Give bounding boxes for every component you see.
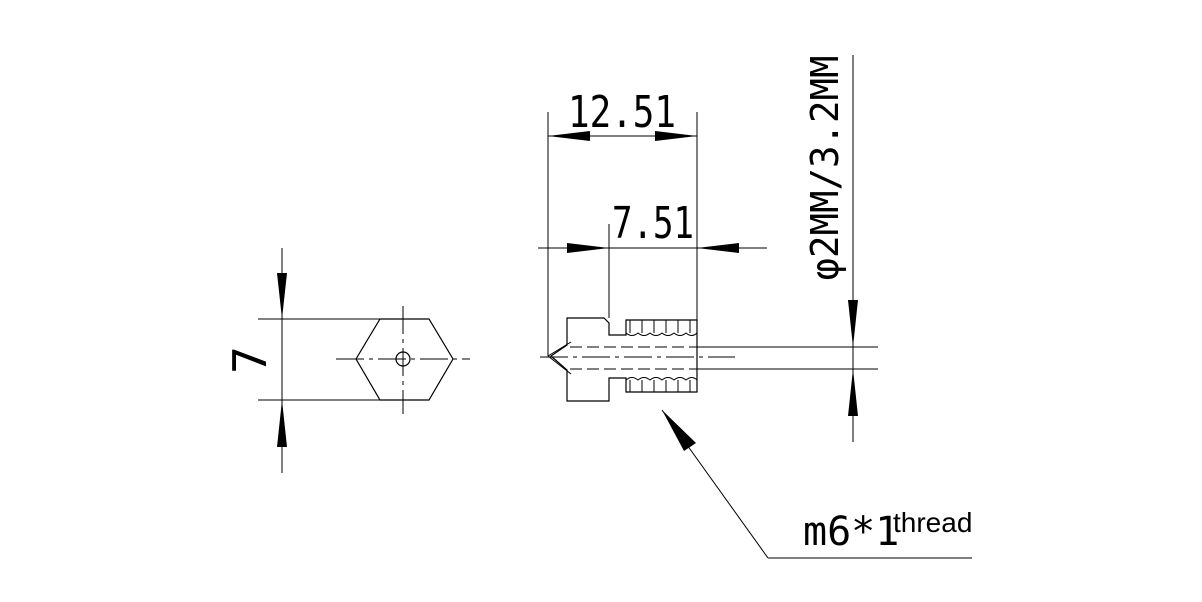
thread-length-dimension: 7.51 [538,198,767,318]
tip-cone-lower [547,355,572,375]
hex-end-view: 7 [223,248,470,473]
thread-crests-bottom [625,377,698,392]
hex-dim-arrow-bottom [277,400,287,447]
thread-length-text: 7.51 [612,198,694,249]
overall-dim-arrow-left [548,131,590,141]
overall-dim-arrow-right [655,131,697,141]
thread-crests-top [625,320,698,336]
filament-dim-arrow-top [848,300,858,347]
nozzle-side-view [540,317,878,402]
nozzle-body-outline [550,317,698,402]
hex-flats-dimension-text: 7 [223,346,277,374]
hex-dim-arrow-top [277,273,287,319]
thread-spec-text: m6*1 [803,509,899,555]
filament-dim-arrow-bottom [848,369,858,416]
thread-dim-arrow-right [697,243,739,253]
thread-dim-arrow-left [567,243,609,253]
thread-leader-arrow [662,410,696,451]
filament-diameter-dimension: φ2MM/3.2MM [803,55,858,442]
overall-length-dimension: 12.51 [547,87,698,356]
tip-cone-upper [547,341,572,357]
thread-word-text: thread [893,507,972,538]
thread-note-text: m6*1 thread [803,507,972,555]
overall-length-text: 12.51 [568,87,676,138]
filament-diameter-text: φ2MM/3.2MM [803,56,847,281]
thread-callout: m6*1 thread [661,409,972,559]
